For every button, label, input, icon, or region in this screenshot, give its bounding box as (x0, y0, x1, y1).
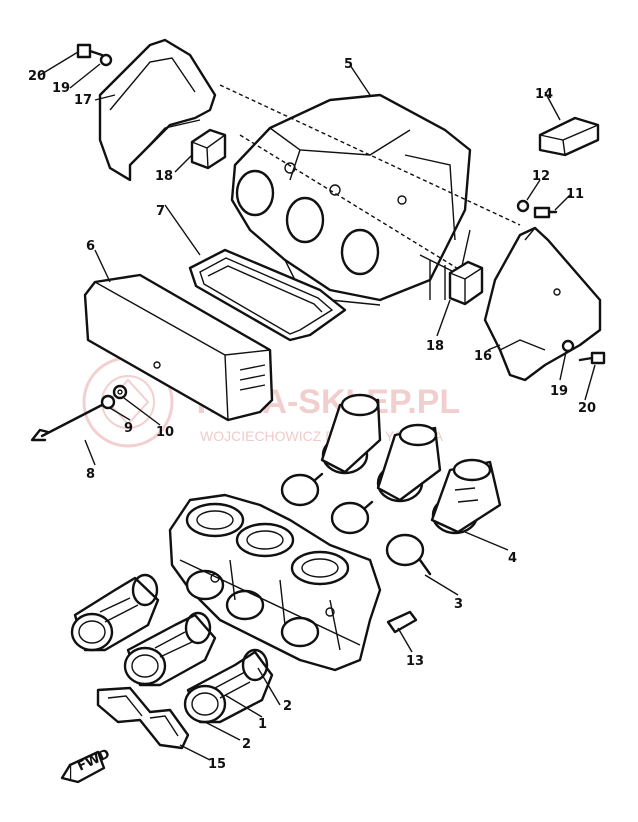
label-11: 11 (566, 187, 584, 202)
label-4: 4 (508, 551, 517, 566)
air-filter-element (188, 248, 347, 342)
label-18a: 18 (155, 169, 173, 184)
label-3: 3 (454, 597, 463, 612)
side-cover-right (483, 226, 602, 382)
air-cleaner-cap (83, 273, 274, 422)
label-2b: 2 (242, 737, 251, 752)
carburetor-assembly (168, 493, 382, 672)
label-15: 15 (208, 757, 226, 772)
label-16: 16 (474, 349, 492, 364)
rubber-block-top (190, 128, 227, 170)
fwd-arrow: FWD (60, 747, 113, 784)
bolt-washer-right (516, 199, 558, 219)
leader-lines (39, 51, 596, 761)
cushion-pad (538, 116, 600, 157)
label-10: 10 (156, 425, 174, 440)
label-5: 5 (344, 57, 353, 72)
label-1: 1 (258, 717, 267, 732)
label-20a: 20 (28, 69, 46, 84)
joint-1 (320, 393, 382, 475)
gasket (96, 686, 190, 750)
label-8: 8 (86, 467, 95, 482)
carb-joint-a (70, 573, 160, 652)
air-cleaner-case (230, 93, 472, 306)
carb-joint-b (123, 611, 217, 687)
label-19a: 19 (52, 81, 70, 96)
label-6: 6 (86, 239, 95, 254)
joint-3 (430, 458, 502, 535)
side-cover-left (98, 38, 217, 182)
label-2a: 2 (283, 699, 292, 714)
part-labels: 1 2 2 3 4 5 6 7 8 9 10 11 12 13 14 15 16… (28, 57, 596, 772)
label-20b: 20 (578, 401, 596, 416)
label-13: 13 (406, 654, 424, 669)
clip (386, 610, 418, 634)
label-7: 7 (156, 204, 165, 219)
bolt-washer-top-left (76, 43, 113, 67)
label-12: 12 (532, 169, 550, 184)
air-cleaner-joints (280, 393, 502, 576)
label-14: 14 (535, 87, 553, 102)
screw-assembly (30, 384, 128, 442)
label-9: 9 (124, 421, 133, 436)
joint-2 (376, 423, 442, 503)
rubber-block-right (448, 260, 484, 306)
bolt-washer-bottom-right (561, 339, 606, 365)
label-17: 17 (74, 93, 92, 108)
watermark-subtitle: WOJCIECHOWICZ DEALER YAMAHA (200, 428, 444, 444)
label-18b: 18 (426, 339, 444, 354)
label-19b: 19 (550, 384, 568, 399)
